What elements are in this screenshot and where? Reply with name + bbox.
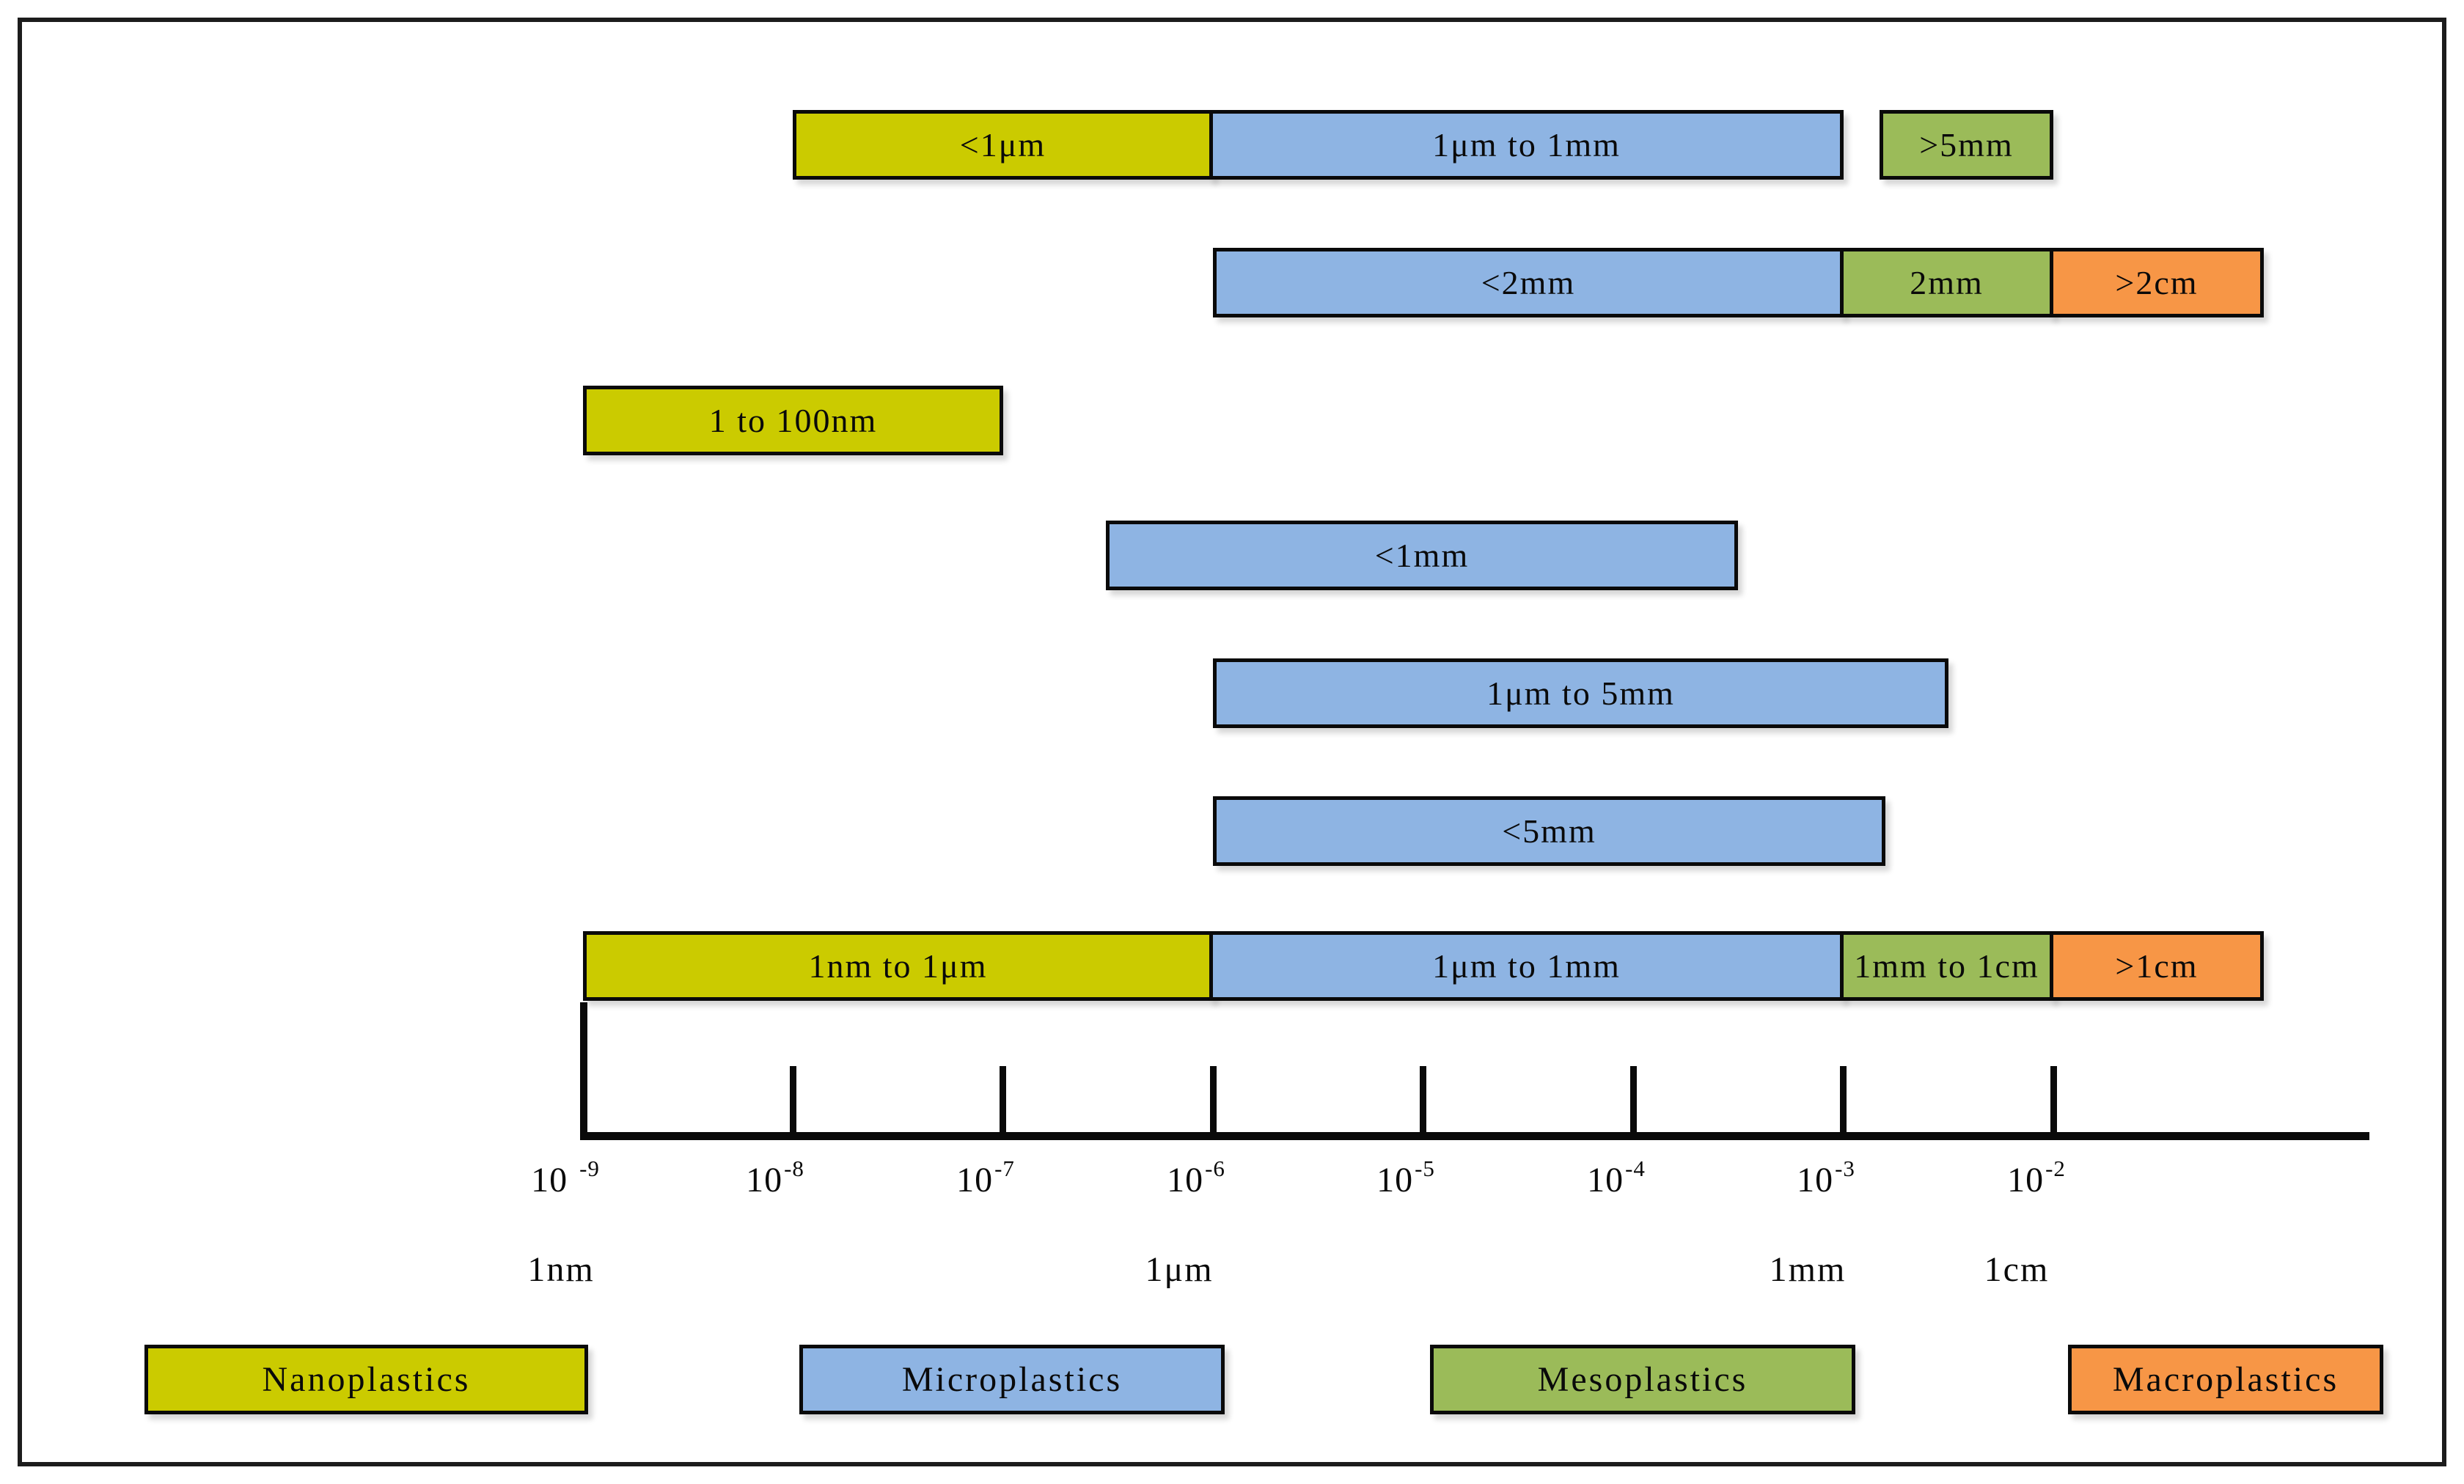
legend-label: Microplastics — [901, 1360, 1123, 1399]
tick-label: 10-7 — [956, 1156, 1015, 1200]
legend-item-nanoplastics: Nanoplastics — [144, 1345, 588, 1414]
legend-label: Macroplastics — [2112, 1360, 2339, 1399]
y-axis-stub — [580, 1002, 587, 1134]
bar-label: >2cm — [2115, 264, 2199, 301]
bar-segment: >2cm — [2050, 248, 2264, 317]
tick-label: 10-3 — [1797, 1156, 1855, 1200]
bar-segment: 1mm to 1cm — [1840, 931, 2053, 1001]
tick-label: 10-2 — [2007, 1156, 2066, 1200]
legend-item-macroplastics: Macroplastics — [2068, 1345, 2383, 1414]
bar-label: 1μm to 1mm — [1432, 126, 1621, 164]
legend-label: Mesoplastics — [1537, 1360, 1748, 1399]
bar-label: <1μm — [959, 126, 1046, 164]
axis-tick — [1630, 1066, 1637, 1136]
bar-segment: <5mm — [1213, 796, 1885, 866]
bar-label: 2mm — [1910, 264, 1984, 301]
bar-label: >5mm — [1919, 126, 2014, 164]
bar-segment: 1 to 100nm — [583, 386, 1003, 455]
bar-segment: <1mm — [1106, 521, 1738, 590]
bar-label: 1 to 100nm — [708, 402, 878, 439]
tick-label: 10-8 — [746, 1156, 804, 1200]
bar-label: <5mm — [1502, 812, 1596, 850]
legend-item-mesoplastics: Mesoplastics — [1430, 1345, 1855, 1414]
bar-segment: >5mm — [1880, 110, 2053, 180]
tick-label: 10-9 — [531, 1156, 600, 1200]
tick-label: 10-5 — [1376, 1156, 1435, 1200]
bar-segment: 2mm — [1840, 248, 2053, 317]
axis-tick — [1000, 1066, 1006, 1136]
axis-tick — [2050, 1066, 2057, 1136]
bar-label: 1nm to 1μm — [808, 947, 988, 985]
legend-item-microplastics: Microplastics — [799, 1345, 1225, 1414]
bar-label: <1mm — [1374, 537, 1470, 574]
chart-frame: <1μm 1μm to 1mm >5mm <2mm 2mm >2cm 1 to … — [18, 18, 2446, 1466]
bar-segment: >1cm — [2050, 931, 2264, 1001]
axis-tick — [1210, 1066, 1217, 1136]
axis-unit-label: 1nm — [527, 1250, 595, 1289]
x-axis-baseline — [580, 1132, 2369, 1140]
bar-label: 1μm to 1mm — [1432, 947, 1621, 985]
legend-label: Nanoplastics — [262, 1360, 471, 1399]
axis-tick — [1420, 1066, 1426, 1136]
bar-label: >1cm — [2115, 947, 2199, 985]
axis-tick — [790, 1066, 796, 1136]
axis-unit-label: 1cm — [1984, 1250, 2050, 1289]
bar-label: 1mm to 1cm — [1854, 947, 2039, 985]
axis-unit-label: 1μm — [1145, 1250, 1214, 1289]
bar-segment: <1μm — [793, 110, 1213, 180]
bar-segment: <2mm — [1213, 248, 1844, 317]
bar-label: <2mm — [1481, 264, 1576, 301]
axis-tick — [1840, 1066, 1847, 1136]
bar-label: 1μm to 5mm — [1486, 675, 1675, 712]
bar-segment: 1μm to 1mm — [1209, 110, 1844, 180]
bar-segment: 1μm to 5mm — [1213, 658, 1948, 728]
tick-label: 10-4 — [1587, 1156, 1646, 1200]
tick-label: 10-6 — [1167, 1156, 1225, 1200]
bar-segment: 1nm to 1μm — [583, 931, 1213, 1001]
axis-unit-label: 1mm — [1769, 1250, 1847, 1289]
bar-segment: 1μm to 1mm — [1209, 931, 1844, 1001]
